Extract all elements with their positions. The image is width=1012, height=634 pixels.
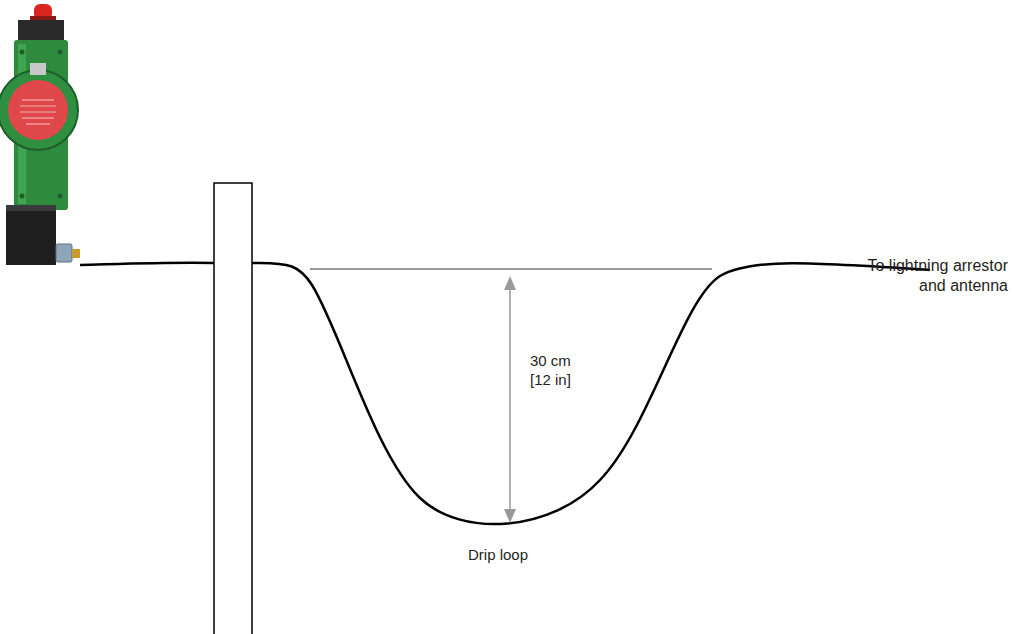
- part-label: Drip loop: [468, 546, 528, 565]
- dimension-label: 30 cm [12 in]: [530, 352, 575, 390]
- round-cover: [0, 70, 78, 150]
- drip-loop-cable: [252, 263, 930, 524]
- gateway-device: [0, 4, 80, 265]
- arrowhead: [504, 276, 516, 290]
- mounting-post: [214, 183, 252, 634]
- dimension-line: [509, 284, 511, 514]
- destination-note: To lightning arrestor and antenna: [855, 256, 1008, 296]
- connector: [56, 244, 72, 262]
- reference-line: [310, 268, 712, 270]
- tag-plate: [30, 63, 46, 75]
- arrowhead: [504, 509, 516, 523]
- cable: [80, 263, 214, 265]
- label-lines: [20, 100, 56, 124]
- connector-tip: [72, 249, 80, 258]
- lower-block: [6, 205, 56, 265]
- red-label: [8, 80, 68, 140]
